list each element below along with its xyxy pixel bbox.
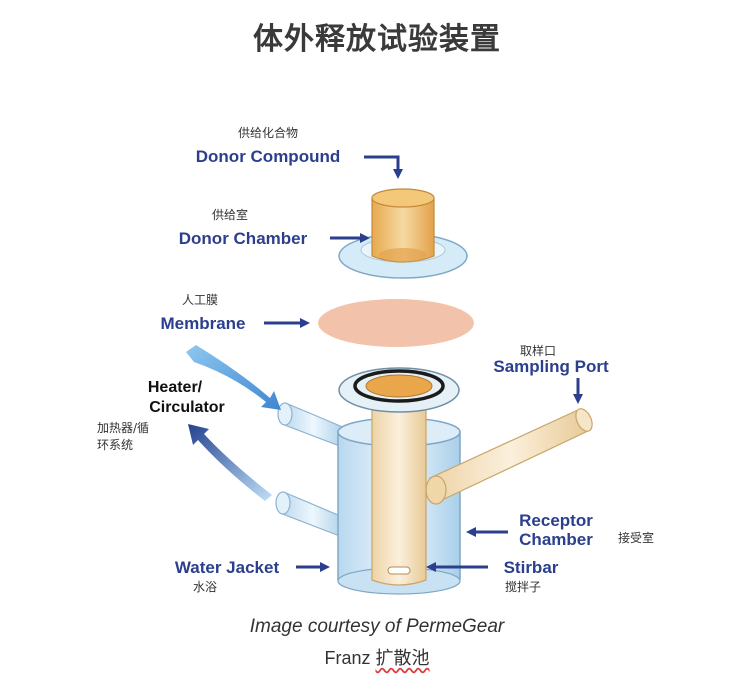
caption-credit: Image courtesy of PermeGear [249, 616, 505, 637]
label-stirbar: Stirbar [504, 558, 559, 577]
label-water-jacket-zh: 水浴 [193, 580, 217, 594]
label-sampling-port: Sampling Port [493, 357, 609, 376]
label-stirbar-zh: 搅拌子 [505, 579, 541, 594]
label-receptor-line1: Receptor [519, 511, 593, 530]
label-donor-compound: Donor Compound [196, 147, 340, 166]
label-heater-line2: Circulator [149, 399, 225, 416]
page-title: 体外释放试验装置 [253, 22, 501, 57]
heater-inflow-arrow [188, 424, 272, 501]
label-donor-chamber-zh: 供给室 [212, 207, 248, 222]
label-receptor-zh: 接受室 [618, 530, 654, 545]
label-water-jacket: Water Jacket [175, 558, 280, 577]
franz-cell-diagram: 供给化合物 Donor Compound 供给室 Donor Chamber 人… [97, 125, 654, 595]
caption-name: Franz 扩散池 [0, 644, 754, 670]
label-heater-zh-line1: 加热器/循 [97, 421, 149, 435]
label-donor-compound-zh: 供给化合物 [238, 125, 298, 140]
label-membrane-zh: 人工膜 [182, 293, 218, 307]
pointer-arrows [264, 155, 583, 572]
donor-chamber-shape [338, 188, 468, 279]
caption-name-prefix: Franz [324, 648, 371, 668]
caption-name-zh: 扩散池 [375, 648, 430, 668]
label-heater-zh-line2: 环系统 [97, 438, 133, 452]
label-sampling-port-zh: 取样口 [520, 343, 556, 358]
membrane-disc [318, 299, 474, 347]
label-heater-line1: Heater/ [148, 379, 203, 396]
label-receptor-line2: Chamber [519, 530, 593, 549]
label-donor-chamber: Donor Chamber [179, 229, 308, 248]
receptor-cell-shape [275, 367, 593, 595]
label-membrane: Membrane [160, 314, 245, 333]
heater-outflow-arrow [186, 345, 281, 410]
